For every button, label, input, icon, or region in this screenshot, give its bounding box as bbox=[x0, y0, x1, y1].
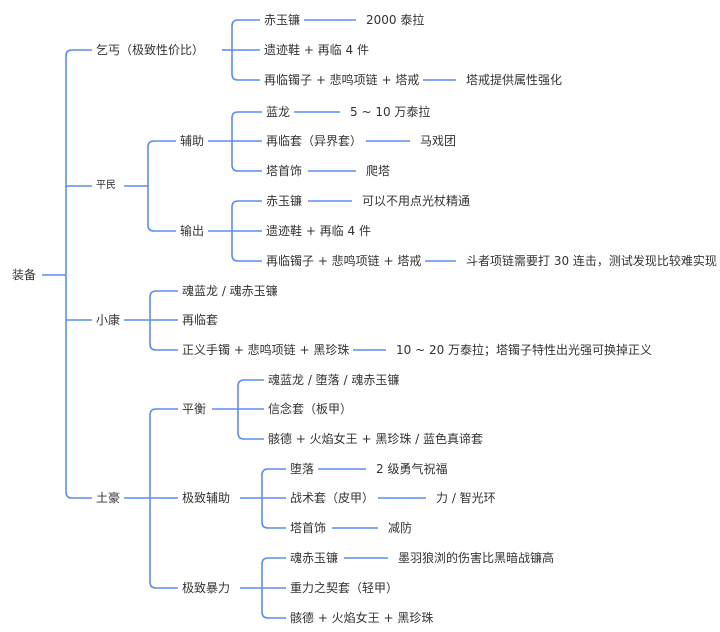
root-node: 装备 bbox=[8, 267, 41, 283]
beggar-item-3-note: 塔戒提供属性强化 bbox=[462, 72, 567, 88]
branch-tycoon: 土豪 bbox=[92, 490, 125, 506]
branch-beggar: 乞丐（极致性价比） bbox=[92, 42, 209, 58]
civilian-dps-item-1-note: 可以不用点光杖精通 bbox=[358, 193, 475, 209]
tycoon-damage-item-1: 魂赤玉镰 bbox=[286, 550, 343, 566]
tycoon-balanced-item-1: 魂蓝龙 / 堕落 / 魂赤玉镰 bbox=[264, 372, 404, 388]
tycoon-support-item-1: 堕落 bbox=[286, 461, 319, 477]
comfortable-item-3-note: 10 ~ 20 万泰拉；塔镯子特性出光强可换掉正义 bbox=[392, 342, 657, 358]
tycoon-support-item-2: 战术套（皮甲） bbox=[286, 490, 379, 506]
comfortable-link-2 bbox=[149, 320, 178, 351]
tycoon-damage-link-2 bbox=[261, 588, 286, 619]
branch-comfortable: 小康 bbox=[92, 312, 125, 328]
tycoon-max-support: 极致辅助 bbox=[178, 490, 235, 506]
beggar-item-2: 遗迹鞋 + 再临 4 件 bbox=[260, 42, 373, 58]
comfortable-item-3: 正义手镯 + 悲鸣项链 + 黑珍珠 bbox=[178, 342, 354, 358]
tycoon-damage-link-0 bbox=[261, 557, 286, 588]
root-link-3 bbox=[65, 275, 92, 499]
civilian-support-item-1: 蓝龙 bbox=[262, 104, 295, 120]
tycoon-balanced-link-2 bbox=[237, 409, 264, 440]
civilian-dps-item-3: 再临镯子 + 悲鸣项链 + 塔戒 bbox=[262, 253, 426, 269]
beggar-item-1-note: 2000 泰拉 bbox=[362, 12, 429, 28]
civilian-dps-item-3-note: 斗者项链需要打 30 连击，测试发现比较难实现 bbox=[462, 253, 720, 269]
tycoon-damage-item-2: 重力之契套（轻甲） bbox=[286, 580, 403, 596]
civilian-support: 辅助 bbox=[176, 133, 209, 149]
tycoon-max-damage: 极致暴力 bbox=[178, 580, 235, 596]
civilian-link-0 bbox=[147, 140, 176, 186]
comfortable-item-1: 魂蓝龙 / 魂赤玉镰 bbox=[178, 283, 282, 299]
root-link-0 bbox=[65, 49, 92, 275]
tycoon-balanced-link-0 bbox=[237, 379, 264, 409]
beggar-item-3: 再临镯子 + 悲鸣项链 + 塔戒 bbox=[260, 72, 424, 88]
tycoon-damage-item-3: 骸德 + 火焰女王 + 黑珍珠 bbox=[286, 610, 438, 626]
civilian-support-link-2 bbox=[231, 141, 262, 172]
civilian-support-item-2-note: 马戏团 bbox=[416, 133, 461, 149]
tycoon-support-item-1-note: 2 级勇气祝福 bbox=[372, 461, 452, 477]
tycoon-balanced: 平衡 bbox=[178, 401, 211, 417]
tycoon-balanced-item-2: 信念套（板甲） bbox=[264, 401, 357, 417]
comfortable-item-2: 再临套 bbox=[178, 312, 223, 328]
beggar-item-1: 赤玉镰 bbox=[260, 12, 305, 28]
civilian-support-item-1-note: 5 ~ 10 万泰拉 bbox=[346, 104, 435, 120]
civilian-link-1 bbox=[147, 186, 176, 232]
civilian-dps: 输出 bbox=[176, 223, 209, 239]
civilian-support-link-0 bbox=[231, 111, 262, 141]
civilian-support-item-3-note: 爬塔 bbox=[362, 163, 395, 179]
civilian-dps-link-2 bbox=[231, 231, 262, 262]
civilian-dps-item-1: 赤玉镰 bbox=[262, 193, 307, 209]
tycoon-support-item-3-note: 减防 bbox=[384, 520, 417, 536]
tycoon-support-item-2-note: 力 / 智光环 bbox=[432, 490, 500, 506]
tycoon-link-0 bbox=[149, 408, 178, 498]
civilian-dps-link-0 bbox=[231, 200, 262, 231]
tycoon-support-item-3: 塔首饰 bbox=[286, 520, 331, 536]
tycoon-link-2 bbox=[149, 498, 178, 589]
comfortable-link-0 bbox=[149, 290, 178, 320]
branch-civilian: 平民 bbox=[92, 178, 120, 194]
civilian-support-item-3: 塔首饰 bbox=[262, 163, 307, 179]
tycoon-damage-item-1-note: 墨羽狼浏的伤害比黑暗战镰高 bbox=[394, 550, 559, 566]
civilian-support-item-2: 再临套（异界套） bbox=[262, 133, 367, 149]
beggar-link-2 bbox=[231, 50, 260, 81]
tycoon-support-link-0 bbox=[261, 468, 286, 498]
civilian-dps-item-2: 遗迹鞋 + 再临 4 件 bbox=[262, 223, 375, 239]
tycoon-support-link-2 bbox=[261, 498, 286, 529]
beggar-link-0 bbox=[231, 19, 260, 50]
tycoon-balanced-item-3: 骸德 + 火焰女王 + 黑珍珠 / 蓝色真谛套 bbox=[264, 431, 488, 447]
